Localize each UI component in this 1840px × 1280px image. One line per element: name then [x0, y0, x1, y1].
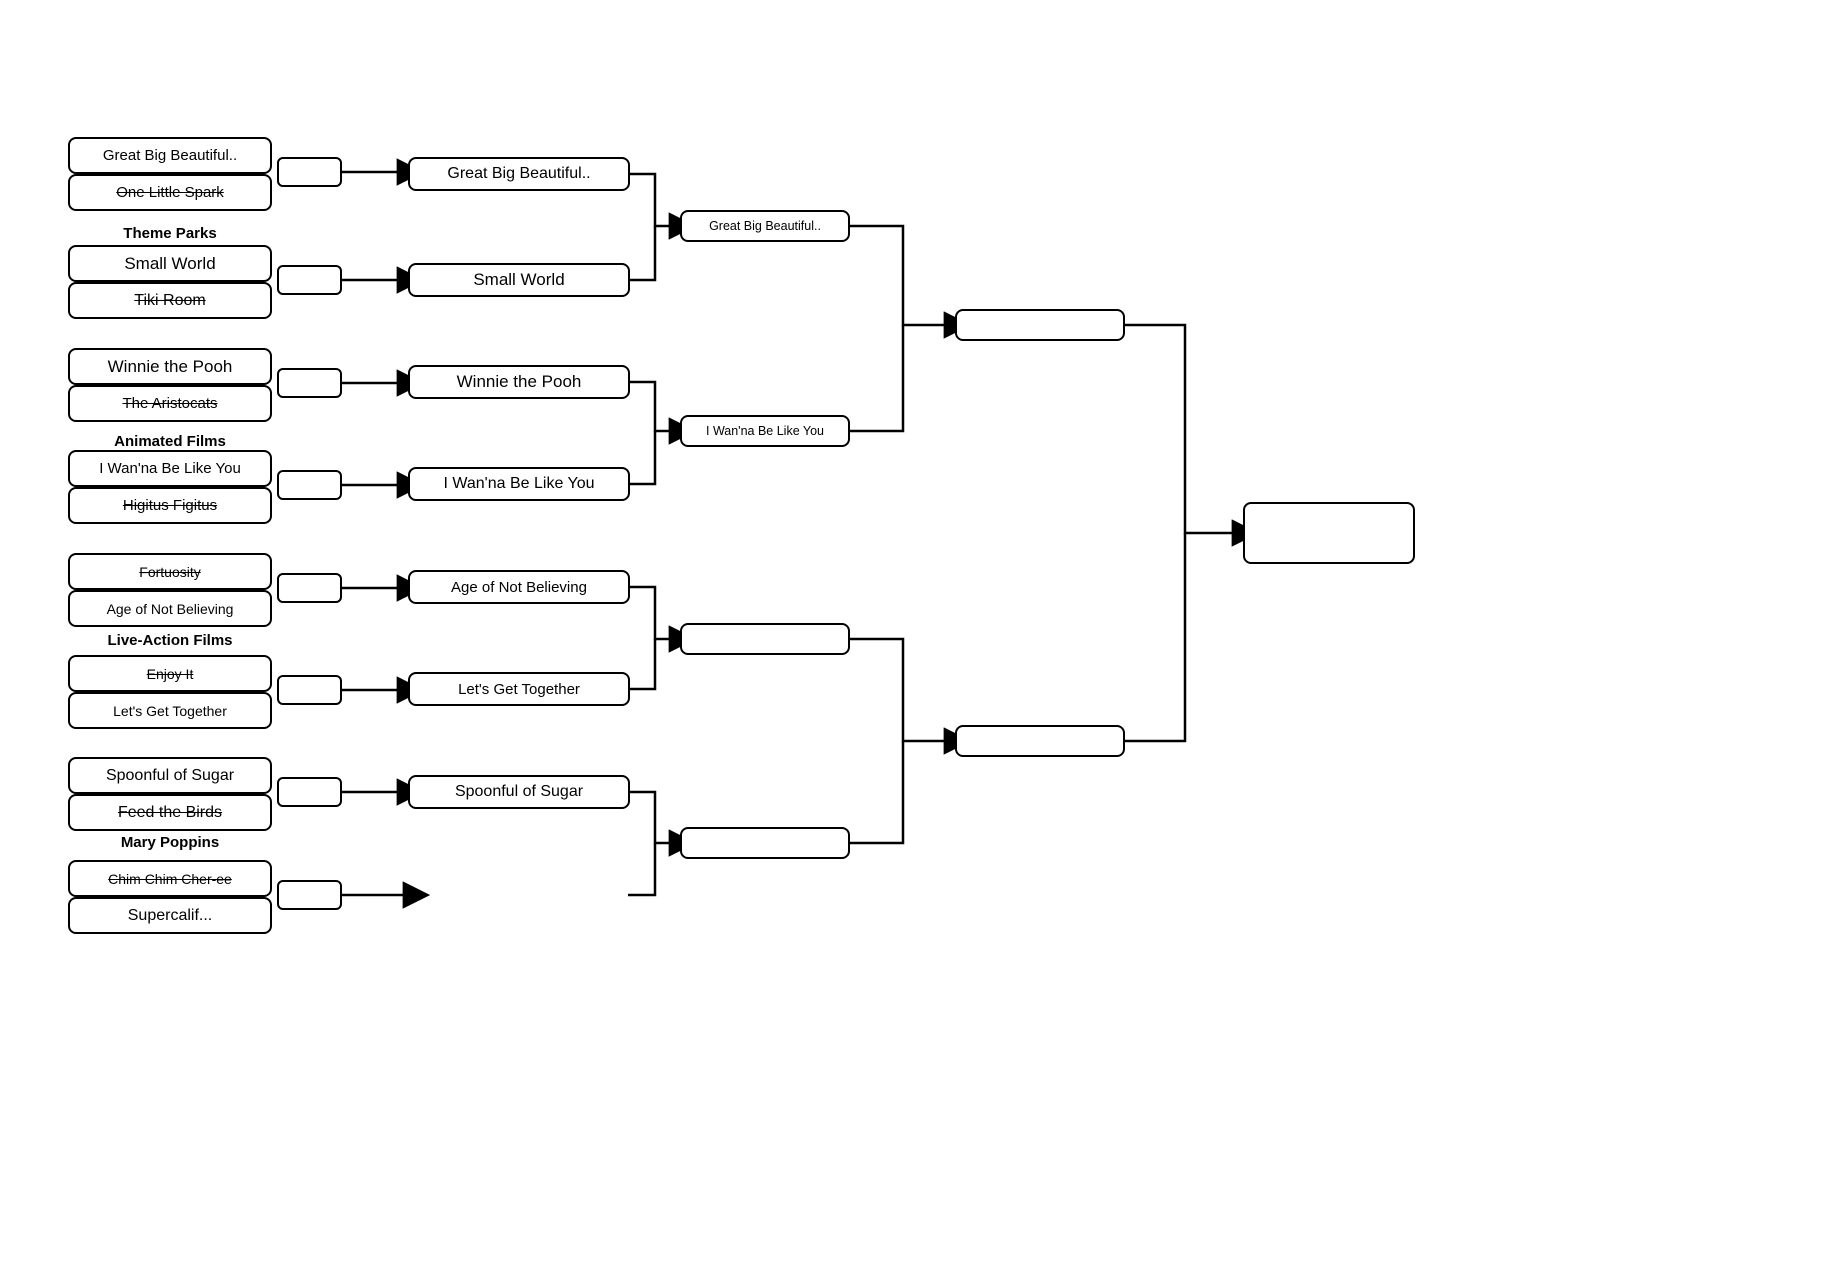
slot-supercalif[interactable]: Supercalif...	[68, 897, 272, 934]
pair-connector-6	[277, 675, 342, 705]
slot-supercalif-label: Supercalif...	[127, 906, 213, 924]
r3-great-big-beautiful[interactable]: Great Big Beautiful..	[680, 210, 850, 242]
r3-i-wanna-be-like-you[interactable]: I Wan'na Be Like You	[680, 415, 850, 447]
r3-i-wanna-be-like-you-label: I Wan'na Be Like You	[706, 424, 824, 438]
r2-winnie-the-pooh-label: Winnie the Pooh	[456, 372, 582, 391]
slot-the-aristocats[interactable]: The Aristocats	[68, 385, 272, 422]
slot-winnie-the-pooh-label: Winnie the Pooh	[107, 356, 233, 376]
r2-great-big-beautiful-label: Great Big Beautiful..	[447, 165, 591, 182]
slot-one-little-spark-label: One Little Spark	[116, 184, 224, 201]
r2-age-of-not-believing-label: Age of Not Believing	[451, 578, 587, 596]
r2-spoonful-of-sugar-label: Spoonful of Sugar	[454, 783, 584, 800]
slot-feed-the-birds-label: Feed the Birds	[117, 803, 223, 821]
slot-great-big-beautiful-label: Great Big Beautiful..	[102, 147, 238, 164]
r2-i-wanna-be-like-you[interactable]: I Wan'na Be Like You	[408, 467, 630, 501]
slot-enjoy-it[interactable]: Enjoy It	[68, 655, 272, 692]
category-theme-parks: Theme Parks	[123, 224, 217, 242]
r3-great-big-beautiful-label: Great Big Beautiful..	[709, 219, 821, 233]
bracket-wire-17	[850, 224, 972, 339]
bracket-wire-9	[630, 172, 697, 240]
bracket-wire-11	[630, 380, 697, 445]
slot-i-wanna-be-like-you-label: I Wan'na Be Like You	[99, 460, 241, 477]
slot-chim-chim-cher-ee-label: Chim Chim Cher-ee	[108, 870, 232, 887]
r2-i-wanna-be-like-you-label: I Wan'na Be Like You	[443, 475, 595, 492]
pair-connector-7	[277, 777, 342, 807]
r2-great-big-beautiful[interactable]: Great Big Beautiful..	[408, 157, 630, 191]
semifinal-winner-bottom[interactable]	[955, 725, 1125, 757]
bracket-wire-13	[630, 585, 697, 653]
slot-spoonful-of-sugar-label: Spoonful of Sugar	[105, 766, 235, 784]
bracket-wire-14	[630, 639, 657, 691]
slot-fortuosity[interactable]: Fortuosity	[68, 553, 272, 590]
slot-fortuosity-label: Fortuosity	[139, 563, 201, 580]
slot-the-aristocats-label: The Aristocats	[122, 395, 218, 412]
slot-i-wanna-be-like-you[interactable]: I Wan'na Be Like You	[68, 450, 272, 487]
champion-box[interactable]	[1243, 502, 1415, 564]
r2-winnie-the-pooh[interactable]: Winnie the Pooh	[408, 365, 630, 399]
slot-small-world-label: Small World	[124, 253, 216, 273]
r2-small-world[interactable]: Small World	[408, 263, 630, 297]
r2-age-of-not-believing[interactable]: Age of Not Believing	[408, 570, 630, 604]
slot-lets-get-together[interactable]: Let's Get Together	[68, 692, 272, 729]
slot-one-little-spark[interactable]: One Little Spark	[68, 174, 272, 211]
slot-spoonful-of-sugar[interactable]: Spoonful of Sugar	[68, 757, 272, 794]
slot-chim-chim-cher-ee[interactable]: Chim Chim Cher-ee	[68, 860, 272, 897]
slot-lets-get-together-label: Let's Get Together	[113, 702, 227, 719]
slot-enjoy-it-label: Enjoy It	[146, 665, 194, 682]
slot-great-big-beautiful[interactable]: Great Big Beautiful..	[68, 137, 272, 174]
bracket-wire-20	[850, 741, 905, 845]
bracket-wire-19	[850, 637, 972, 755]
slot-small-world[interactable]: Small World	[68, 245, 272, 282]
slot-age-of-not-believing-label: Age of Not Believing	[106, 600, 234, 617]
bracket-wire-16	[628, 843, 657, 897]
pair-connector-5	[277, 573, 342, 603]
bracket-wire-10	[630, 226, 657, 282]
slot-feed-the-birds[interactable]: Feed the Birds	[68, 794, 272, 831]
slot-tiki-room-label: Tiki Room	[134, 291, 206, 309]
r3-winner-slot-4[interactable]	[680, 827, 850, 859]
r2-lets-get-together-label: Let's Get Together	[458, 680, 580, 698]
slot-tiki-room[interactable]: Tiki Room	[68, 282, 272, 319]
pair-connector-8	[277, 880, 342, 910]
r2-spoonful-of-sugar[interactable]: Spoonful of Sugar	[408, 775, 630, 809]
semifinal-winner-top[interactable]	[955, 309, 1125, 341]
pair-connector-4	[277, 470, 342, 500]
slot-winnie-the-pooh[interactable]: Winnie the Pooh	[68, 348, 272, 385]
pair-connector-3	[277, 368, 342, 398]
pair-connector-2	[277, 265, 342, 295]
pair-connector-1	[277, 157, 342, 187]
r2-small-world-label: Small World	[473, 270, 565, 289]
bracket-wire-12	[630, 431, 657, 486]
r2-lets-get-together[interactable]: Let's Get Together	[408, 672, 630, 706]
category-live-action-films: Live-Action Films	[107, 631, 233, 649]
slot-higitus-figitus-label: Higitus Figitus	[122, 497, 218, 514]
bracket-wire-18	[850, 325, 905, 433]
r3-winner-slot-3[interactable]	[680, 623, 850, 655]
category-mary-poppins: Mary Poppins	[120, 833, 220, 851]
slot-age-of-not-believing[interactable]: Age of Not Believing	[68, 590, 272, 627]
category-animated-films: Animated Films	[114, 432, 226, 450]
bracket-wire-15	[630, 790, 697, 857]
slot-higitus-figitus[interactable]: Higitus Figitus	[68, 487, 272, 524]
bracket-wire-21	[1124, 323, 1260, 547]
bracket-wire-22	[1124, 533, 1187, 743]
